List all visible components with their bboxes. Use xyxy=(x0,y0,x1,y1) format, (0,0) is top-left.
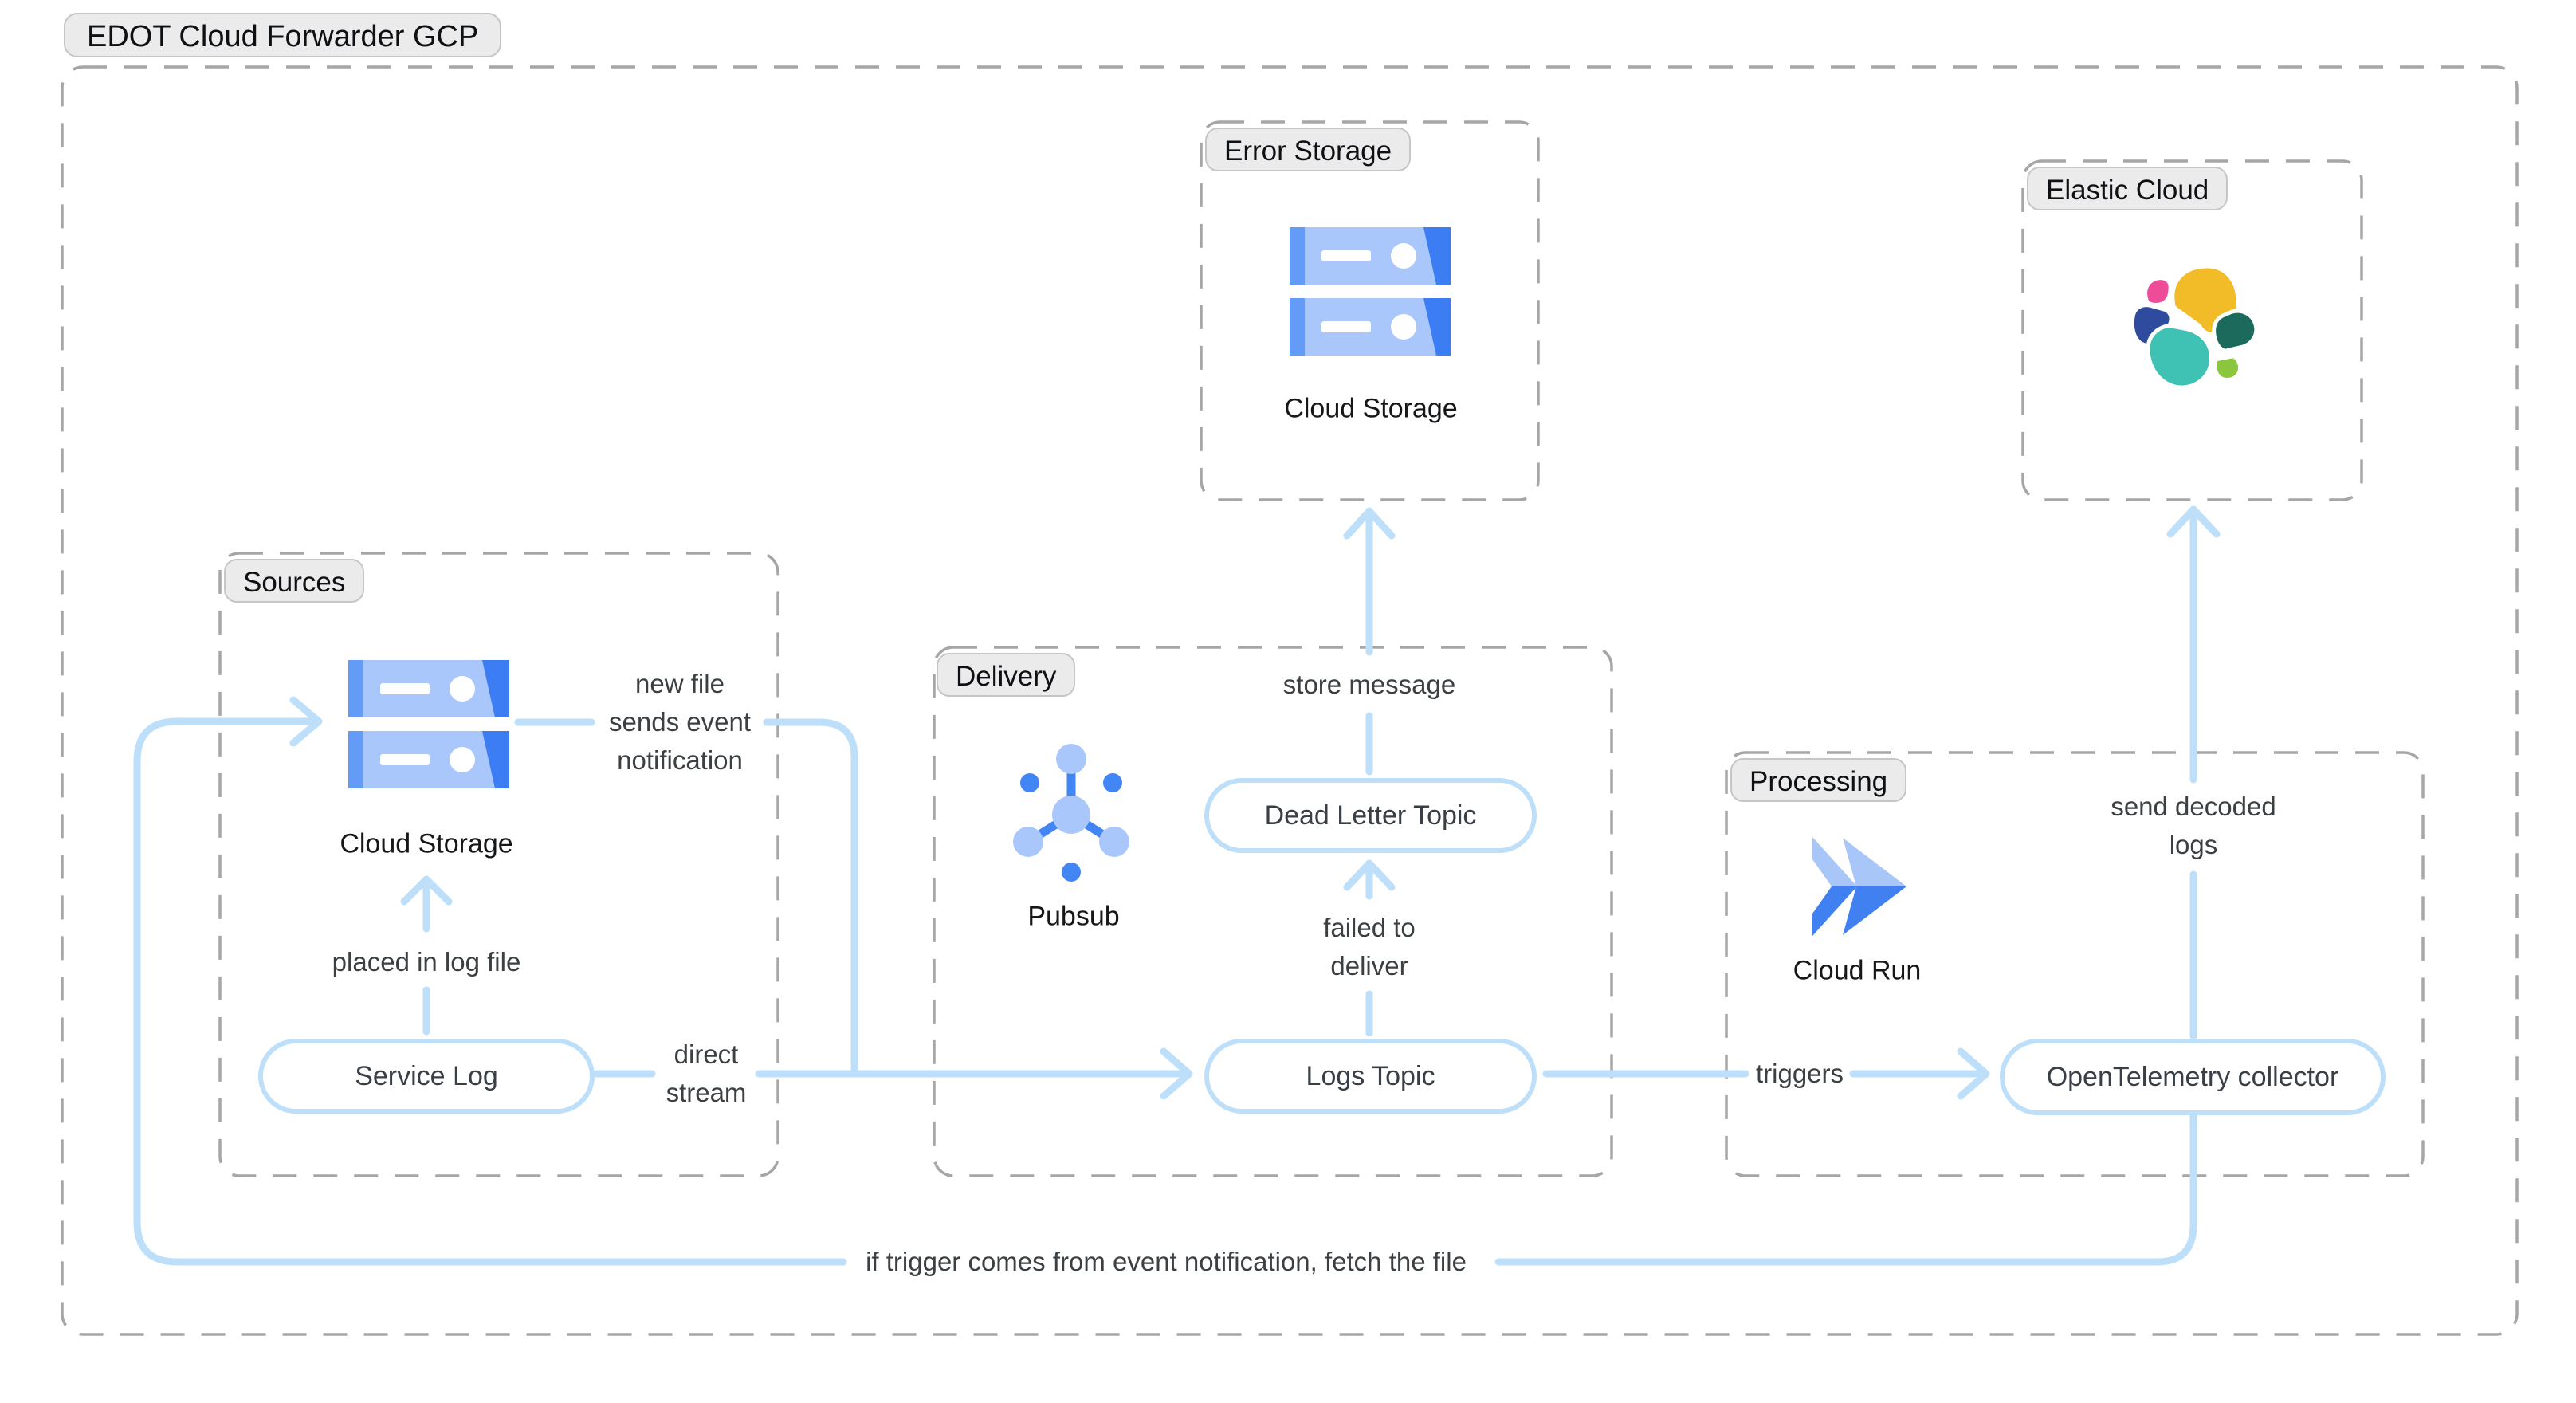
group-label-error-storage: Error Storage xyxy=(1205,128,1412,171)
node-service-log: Service Log xyxy=(258,1039,595,1114)
cloud-storage-icon xyxy=(1290,227,1451,356)
node-otel-collector: OpenTelemetry collector xyxy=(2000,1039,2386,1115)
elastic-logo-icon xyxy=(2130,264,2259,390)
edge-label-triggers: triggers xyxy=(1755,1059,1844,1088)
group-label-sources: Sources xyxy=(224,559,365,603)
node-logs-topic-label: Logs Topic xyxy=(1306,1060,1435,1091)
cloud-run-icon xyxy=(1812,837,1906,936)
node-logs-topic: Logs Topic xyxy=(1204,1039,1537,1114)
sources-group-box xyxy=(218,552,779,1177)
node-dead-letter-topic-label: Dead Letter Topic xyxy=(1264,800,1477,831)
node-otel-collector-label: OpenTelemetry collector xyxy=(2046,1061,2339,1092)
edge-fetch-left xyxy=(133,717,847,1266)
caption-cloud-run: Cloud Run xyxy=(1793,955,1922,986)
group-label-processing: Processing xyxy=(1730,758,1907,802)
edge-label-failed-to-deliver: failed to deliver xyxy=(1323,913,1416,981)
group-label-delivery: Delivery xyxy=(937,653,1076,697)
edge-label-new-file: new file sends event notification xyxy=(609,669,751,775)
arrowhead-into-cloud-storage xyxy=(289,696,323,747)
edge-label-fetch-file: if trigger comes from event notification… xyxy=(866,1247,1467,1276)
delivery-group-box xyxy=(933,646,1613,1177)
outer-dashed-container xyxy=(61,65,2519,1336)
caption-error-cloud-storage: Cloud Storage xyxy=(1284,393,1458,424)
arrowhead-placed xyxy=(400,875,453,906)
edge-label-store-message: store message xyxy=(1282,670,1456,699)
arrowhead-failed xyxy=(1343,859,1396,891)
elastic-cloud-group-box xyxy=(2021,159,2363,501)
group-label-elastic-cloud: Elastic Cloud xyxy=(2027,167,2228,210)
edge-newfile-b xyxy=(763,718,858,1076)
diagram-title: EDOT Cloud Forwarder GCP xyxy=(64,13,502,57)
arrowhead-store xyxy=(1343,507,1396,540)
arrowhead-triggers xyxy=(1957,1047,1990,1100)
edge-label-direct-stream: direct stream xyxy=(666,1039,747,1107)
node-service-log-label: Service Log xyxy=(355,1060,498,1091)
processing-group-box xyxy=(1725,751,2425,1177)
caption-pubsub: Pubsub xyxy=(1027,901,1120,932)
edge-fetch-right xyxy=(1494,1111,2197,1266)
node-dead-letter-topic: Dead Letter Topic xyxy=(1204,778,1537,853)
arrowhead-send xyxy=(2166,505,2221,538)
arrowhead-into-logs-topic xyxy=(1160,1047,1193,1100)
edge-label-send-decoded-logs: send decoded logs xyxy=(2111,792,2276,859)
edge-label-placed-in-log: placed in log file xyxy=(332,947,521,977)
error-storage-group-box xyxy=(1200,120,1540,501)
pubsub-icon xyxy=(1013,744,1129,882)
cloud-storage-icon xyxy=(348,660,509,788)
caption-sources-cloud-storage: Cloud Storage xyxy=(340,828,513,859)
